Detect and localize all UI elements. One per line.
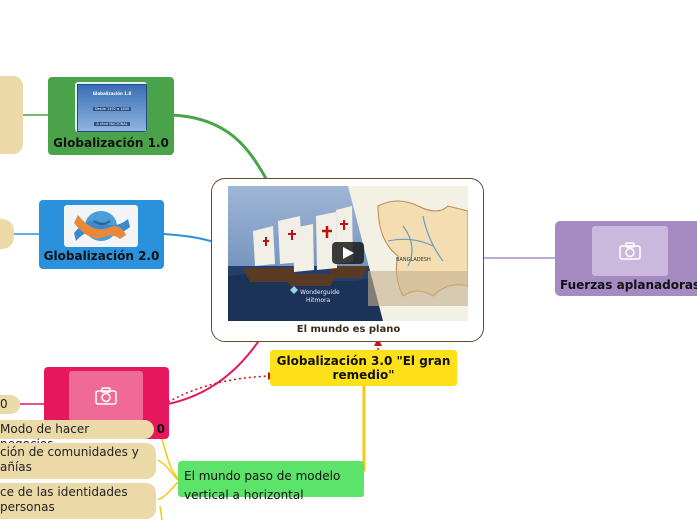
camera-icon	[592, 226, 668, 276]
g1-thumb-line2: A nivel NACIONAL	[94, 121, 130, 126]
g1-label: Globalización 1.0	[53, 136, 169, 150]
pill-0[interactable]: 0	[0, 395, 20, 414]
watermark-line1: Wonderguide	[300, 289, 340, 296]
g3-label-partial: 0	[156, 422, 165, 436]
pill-identidades[interactable]: ce de las identidades personas	[0, 483, 156, 519]
g1-thumb-title: Globalización 1.0	[92, 90, 132, 96]
partial-node-mid-left[interactable]	[0, 219, 14, 249]
central-node[interactable]: BANGLADESH Wonderguide Hitmora El mundo …	[211, 178, 484, 342]
play-button-icon	[332, 242, 364, 264]
central-caption: El mundo es plano	[296, 324, 401, 335]
pill-comunidades[interactable]: ción de comunidades y añías	[0, 443, 156, 479]
partial-node-top-left[interactable]	[0, 76, 23, 154]
central-video-thumbnail[interactable]: BANGLADESH Wonderguide Hitmora	[228, 186, 468, 321]
pill-modo-negocios[interactable]: Modo de hacer negocios	[0, 420, 154, 451]
line-g1-central	[171, 113, 270, 183]
g3-remedio-label[interactable]: Globalización 3.0 "El gran remedio"	[270, 350, 457, 386]
node-globalizacion-1[interactable]: Globalización 1.0 Desde 1492 a 1800 A ni…	[48, 77, 174, 155]
g1-thumbnail: Globalización 1.0 Desde 1492 a 1800 A ni…	[75, 82, 147, 132]
g1-thumb-line1: Desde 1492 a 1800	[92, 106, 132, 111]
handshake-globe-icon	[64, 205, 138, 247]
camera-icon	[69, 371, 143, 421]
watermark-line2: Hitmora	[306, 297, 331, 304]
leaf-text: El mundo paso de modelo vertical a horiz…	[184, 469, 341, 502]
dotted-arrow-g3	[167, 375, 269, 403]
fuerzas-label: Fuerzas aplanadoras	[560, 278, 697, 292]
node-globalizacion-2[interactable]: Globalización 2.0	[39, 200, 164, 269]
node-fuerzas-aplanadoras[interactable]: Fuerzas aplanadoras	[555, 221, 697, 296]
map-label: BANGLADESH	[396, 257, 431, 263]
line-g3-central	[167, 335, 263, 405]
g2-label: Globalización 2.0	[43, 249, 160, 263]
line-g2-central	[163, 233, 215, 243]
g3-remedio-text: Globalización 3.0 "El gran remedio"	[276, 354, 451, 382]
leaf-modelo-horizontal[interactable]: El mundo paso de modelo vertical a horiz…	[178, 461, 364, 502]
